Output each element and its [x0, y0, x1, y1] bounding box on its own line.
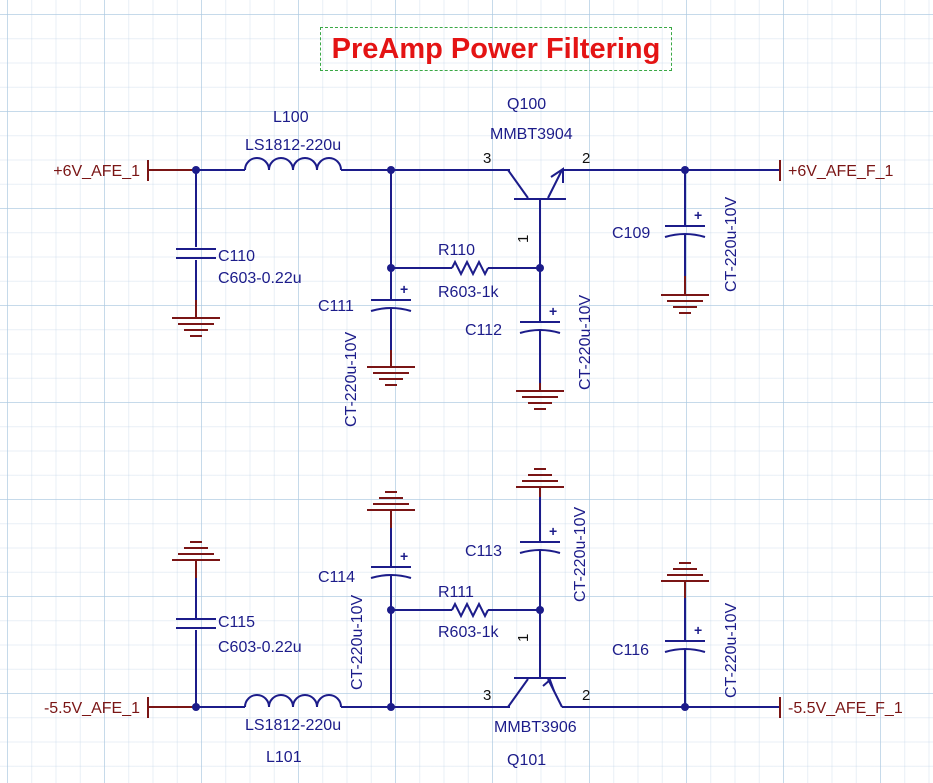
c110-value: C603-0.22u — [218, 270, 302, 287]
c116-ref: C116 — [612, 642, 649, 659]
junction — [387, 703, 395, 711]
q101-value: MMBT3906 — [494, 719, 577, 736]
c111-plus: + — [400, 281, 408, 297]
c109-ref: C109 — [612, 225, 650, 242]
net-label-out-pos: +6V_AFE_F_1 — [788, 163, 894, 180]
ground-c114 — [367, 491, 415, 511]
circuit-positive-rail: +6V_AFE_1 L100 LS1812-220u 3 2 1 Q100 MM… — [53, 96, 893, 427]
q100-pin-b: 1 — [515, 235, 532, 243]
ground-c111 — [367, 366, 415, 386]
r110-value: R603-1k — [438, 284, 499, 301]
inductor-l101 — [244, 694, 342, 708]
transistor-q101 — [507, 610, 566, 708]
q101-pin-e: 2 — [582, 687, 590, 704]
ground-c116 — [661, 562, 709, 582]
l100-value: LS1812-220u — [245, 137, 341, 154]
r111-value: R603-1k — [438, 624, 499, 641]
junction — [387, 606, 395, 614]
junction — [387, 166, 395, 174]
resistor-r110 — [451, 259, 489, 277]
c116-value: CT-220u-10V — [723, 603, 740, 698]
ground-c115 — [172, 541, 220, 561]
q100-pin-e: 2 — [582, 150, 590, 167]
q101-pin-b: 1 — [515, 634, 532, 642]
c112-value: CT-220u-10V — [577, 295, 594, 390]
c113-value: CT-220u-10V — [572, 507, 589, 602]
junction — [192, 166, 200, 174]
junction — [681, 703, 689, 711]
junction — [536, 264, 544, 272]
resistor-r111 — [451, 601, 489, 619]
c109-plus: + — [694, 207, 702, 223]
net-label-in-pos: +6V_AFE_1 — [53, 163, 140, 180]
c115-value: C603-0.22u — [218, 639, 302, 656]
c113-plus: + — [549, 523, 557, 539]
ground-c109 — [661, 294, 709, 314]
junction — [192, 703, 200, 711]
q101-ref: Q101 — [507, 752, 546, 769]
ground-c112 — [516, 390, 564, 410]
capacitor-c109-plate-b — [664, 233, 706, 238]
c115-ref: C115 — [218, 614, 255, 631]
junction — [387, 264, 395, 272]
capacitor-c111-plate-b — [370, 307, 412, 312]
l101-value: LS1812-220u — [245, 717, 341, 734]
q100-value: MMBT3904 — [490, 126, 573, 143]
junction — [681, 166, 689, 174]
q100-pin-c: 3 — [483, 150, 491, 167]
l101-ref: L101 — [266, 749, 302, 766]
junction — [536, 606, 544, 614]
circuit-negative-rail: -5.5V_AFE_1 LS1812-220u L101 3 2 1 MMBT3… — [44, 468, 903, 769]
inductor-l100 — [244, 157, 342, 171]
r110-ref: R110 — [438, 242, 475, 259]
c109-value: CT-220u-10V — [723, 197, 740, 292]
q100-ref: Q100 — [507, 96, 546, 113]
ground-c110 — [172, 317, 220, 337]
c114-value: CT-220u-10V — [349, 595, 366, 690]
capacitor-c114-plate-b — [370, 574, 412, 579]
c114-ref: C114 — [318, 569, 355, 586]
c113-ref: C113 — [465, 543, 502, 560]
l100-ref: L100 — [273, 109, 309, 126]
transistor-q100 — [507, 167, 566, 268]
c112-ref: C112 — [465, 322, 502, 339]
capacitor-c113-plate-b — [519, 549, 561, 554]
c111-value: CT-220u-10V — [343, 332, 360, 427]
schematic-title: PreAmp Power Filtering — [320, 27, 672, 71]
c110-ref: C110 — [218, 248, 255, 265]
net-label-out-neg: -5.5V_AFE_F_1 — [788, 700, 903, 717]
r111-ref: R111 — [438, 584, 474, 601]
q101-pin-c: 3 — [483, 687, 491, 704]
capacitor-c112-plate-b — [519, 329, 561, 334]
c111-ref: C111 — [318, 298, 354, 315]
net-label-in-neg: -5.5V_AFE_1 — [44, 700, 140, 717]
capacitor-c116-plate-b — [664, 648, 706, 653]
c116-plus: + — [694, 622, 702, 638]
ground-c113 — [516, 468, 564, 488]
c112-plus: + — [549, 303, 557, 319]
c114-plus: + — [400, 548, 408, 564]
